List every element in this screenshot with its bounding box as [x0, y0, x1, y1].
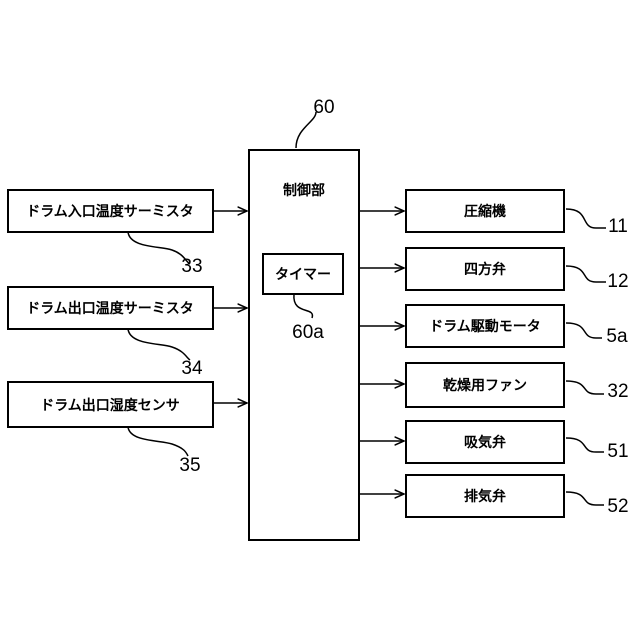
output-intake-valve: 吸気弁 51	[359, 421, 629, 463]
controller-block: 制御部	[249, 150, 359, 540]
output-label: 乾燥用ファン	[443, 377, 527, 394]
input-sensor-outlet-temp: ドラム出口温度サーミスタ 34	[8, 287, 247, 379]
timer-block: タイマー	[263, 254, 343, 294]
output-exhaust-valve: 排気弁 52	[359, 475, 629, 517]
controller-ref-leader: 60	[296, 97, 335, 148]
output-label: 圧縮機	[464, 203, 506, 220]
input-ref-number: 34	[181, 358, 203, 379]
input-label: ドラム出口温度サーミスタ	[26, 300, 194, 317]
output-ref-number: 5a	[606, 326, 628, 347]
input-label: ドラム出口湿度センサ	[40, 397, 180, 414]
output-ref-number: 12	[607, 271, 628, 292]
output-ref-number: 32	[607, 381, 628, 402]
output-label: ドラム駆動モータ	[429, 318, 541, 335]
output-ref-number: 51	[607, 441, 628, 462]
input-ref-number: 33	[181, 256, 202, 277]
output-compressor: 圧縮機 11	[359, 190, 628, 237]
timer-ref-number: 60a	[292, 322, 324, 343]
input-ref-number: 35	[179, 455, 200, 476]
output-ref-number: 11	[608, 216, 628, 237]
output-drum-motor: ドラム駆動モータ 5a	[359, 305, 628, 347]
output-ref-number: 52	[607, 496, 628, 517]
input-label: ドラム入口温度サーミスタ	[26, 203, 194, 220]
output-drying-fan: 乾燥用ファン 32	[359, 363, 629, 407]
controller-label: 制御部	[283, 182, 325, 199]
output-label: 排気弁	[464, 488, 506, 505]
output-label: 四方弁	[464, 261, 506, 278]
input-sensor-outlet-humidity: ドラム出口湿度センサ 35	[8, 382, 247, 476]
output-four-way-valve: 四方弁 12	[359, 248, 629, 292]
timer-label: タイマー	[275, 267, 331, 283]
input-sensor-inlet-temp: ドラム入口温度サーミスタ 33	[8, 190, 247, 277]
output-label: 吸気弁	[464, 434, 506, 451]
controller-ref-number: 60	[313, 97, 334, 118]
